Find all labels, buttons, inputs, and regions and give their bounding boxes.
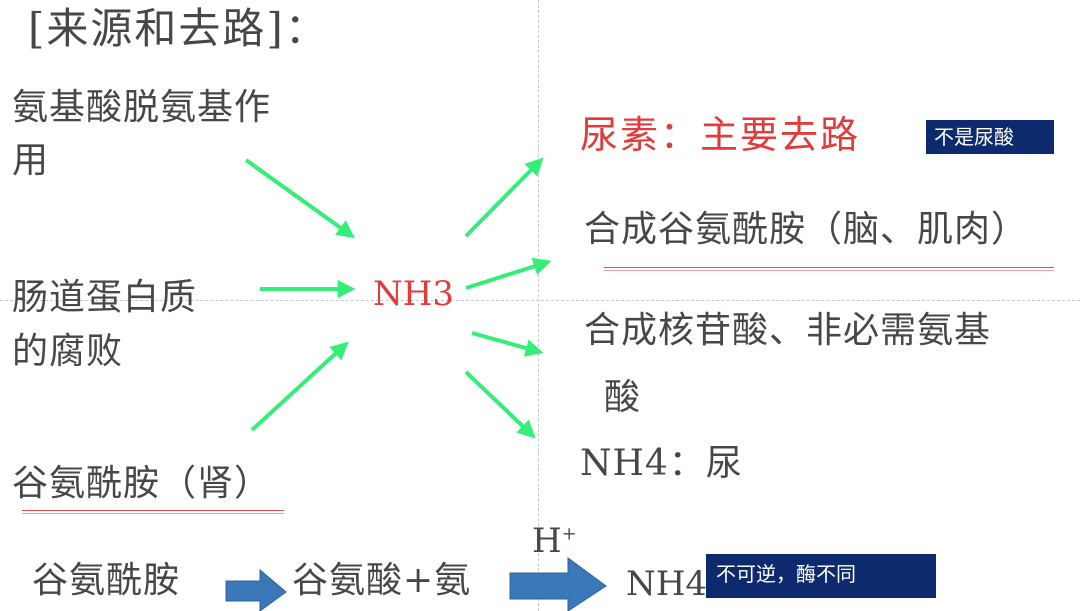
reaction-catalyst: H+ [532, 524, 577, 558]
arrow-from-glutamine-kidney [250, 341, 349, 432]
dest-urea-badge: 不是尿酸 [926, 120, 1054, 154]
arrow-to-glutamine-synthesis [465, 257, 552, 290]
arrow-to-nh4-urine [464, 370, 536, 439]
arrow-to-nucleotide-synthesis [471, 331, 544, 357]
source-amino-deamination-line1: 氨基酸脱氨基作 [12, 87, 272, 128]
dest-nucleotide-synthesis-line2: 酸 [604, 377, 642, 418]
horizontal-guide-line [0, 300, 1080, 301]
reaction-catalyst-symbol: H [532, 521, 562, 561]
center-nh3: NH3 [373, 274, 455, 314]
arrow-to-urea [464, 157, 544, 238]
dest-glutamine-synthesis: 合成谷氨酰胺（脑、肌肉） [584, 209, 1029, 250]
source-glutamine-underline [22, 510, 284, 514]
block-arrow-1 [225, 568, 287, 611]
reaction-badge: 不可逆，酶不同 [706, 554, 936, 598]
reaction-substrate: 谷氨酰胺 [32, 560, 181, 601]
slide-title: [来源和去路]： [28, 4, 329, 53]
vertical-guide-line [538, 0, 539, 611]
dest-glutamine-underline [604, 267, 1054, 271]
block-arrow-2 [509, 557, 607, 611]
reaction-products: 谷氨酸+氨 [292, 560, 472, 601]
dest-urea: 尿素：主要去路 [580, 113, 861, 157]
arrow-from-amino-deamination [244, 158, 355, 239]
reaction-result: NH4 [626, 564, 708, 604]
source-intestinal-putrefaction-line2: 的腐败 [12, 331, 124, 372]
reaction-catalyst-sup: + [561, 523, 577, 545]
source-glutamine-kidney: 谷氨酰胺（肾） [12, 463, 272, 504]
source-amino-deamination-line2: 用 [12, 140, 50, 181]
source-intestinal-putrefaction-line1: 肠道蛋白质 [12, 277, 198, 318]
dest-nucleotide-synthesis-line1: 合成核苷酸、非必需氨基 [584, 310, 992, 351]
dest-nh4-urine: NH4：尿 [580, 443, 743, 484]
